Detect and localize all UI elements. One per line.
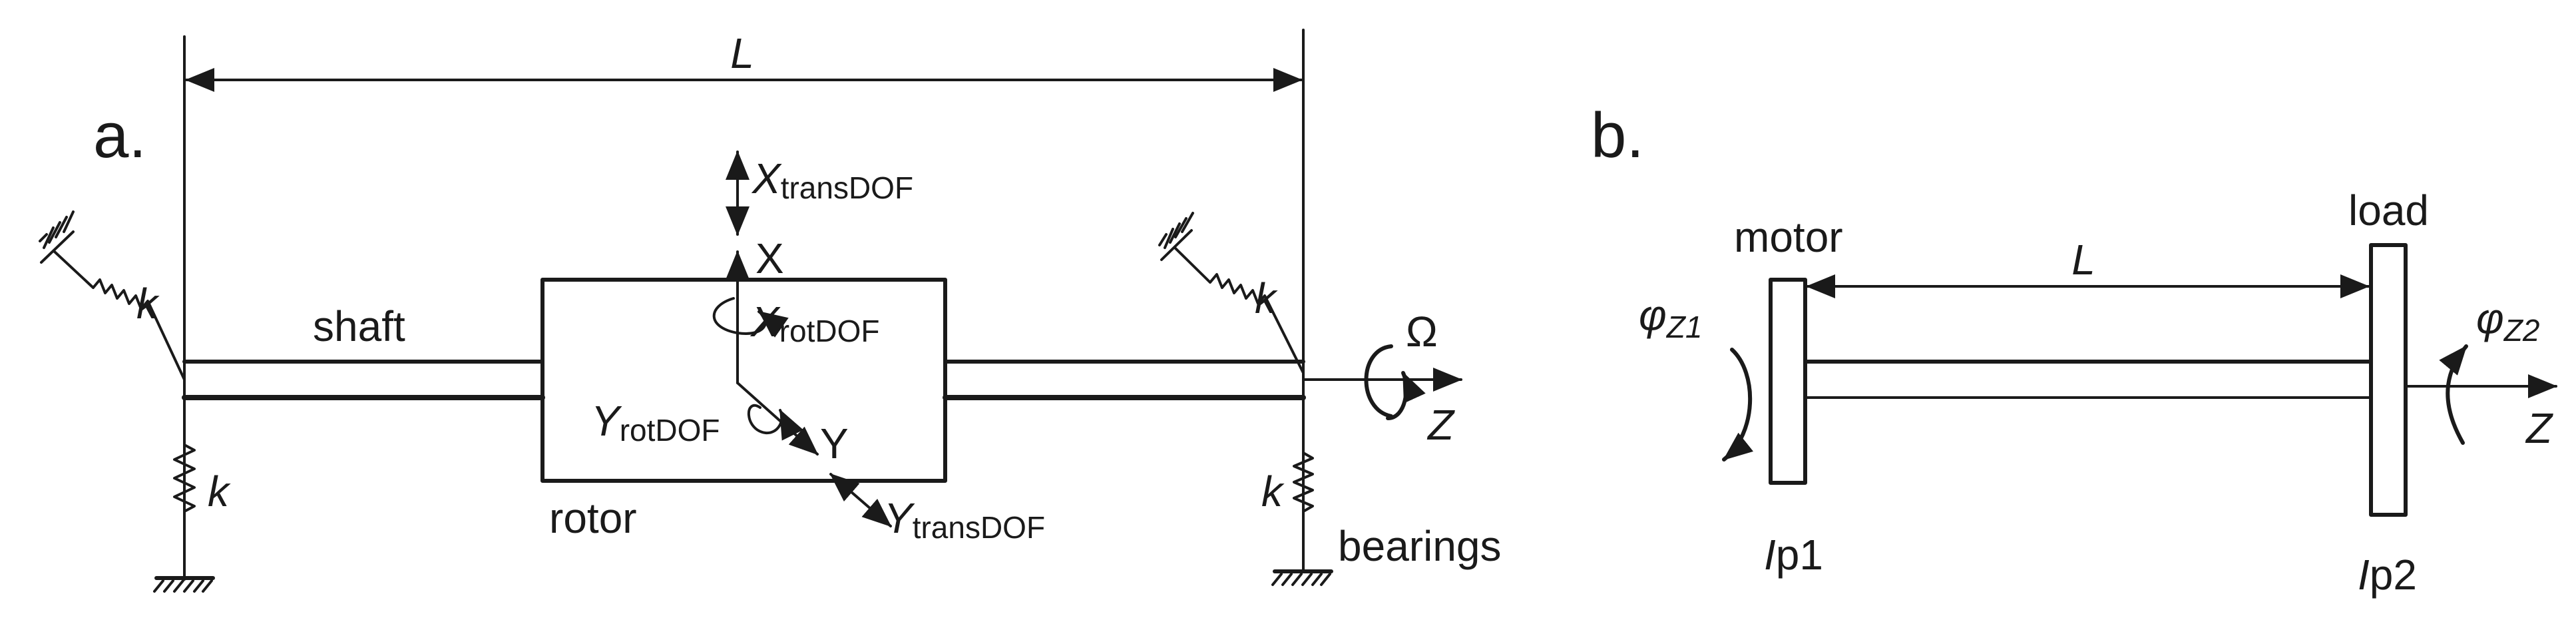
y-rot-dof-label: YrotDOF bbox=[591, 397, 720, 448]
bearings-label: bearings bbox=[1338, 522, 1502, 570]
phi-z2-label: φZ2 bbox=[2476, 294, 2539, 348]
x-axis-label: X bbox=[755, 234, 784, 282]
omega-rotation-arrowhead bbox=[1386, 371, 1426, 420]
left-upper-spring bbox=[39, 210, 186, 381]
right-upper-spring bbox=[1158, 212, 1305, 374]
panel-b-label: b. bbox=[1591, 100, 1644, 171]
phi-z1-label: φZ1 bbox=[1639, 291, 1702, 344]
load-label: load bbox=[2348, 186, 2429, 234]
motor-label: motor bbox=[1734, 213, 1843, 261]
left-lower-spring bbox=[153, 398, 215, 593]
y-rot-dof-arrow bbox=[747, 404, 803, 441]
x-rot-dof-arrow bbox=[712, 297, 789, 338]
ip1-label: Ip1 bbox=[1764, 531, 1823, 579]
panel-b-z-axis-label: Z bbox=[2525, 404, 2553, 452]
y-trans-dof-label: YtransDOF bbox=[884, 494, 1045, 545]
panel-b: b. motor load L Z φZ1 φZ2 Ip1 Ip2 bbox=[1591, 100, 2557, 599]
phi-z1-rotation-arrow bbox=[1722, 348, 1754, 462]
right-upper-stiffness-label: k bbox=[1255, 274, 1278, 322]
omega-rotation-arrow bbox=[1364, 344, 1393, 418]
shaft bbox=[182, 360, 1306, 400]
left-lower-stiffness-label: k bbox=[208, 467, 231, 515]
phi-z2-rotation-arrow bbox=[2439, 344, 2468, 445]
right-lower-spring bbox=[1271, 425, 1333, 586]
load-disk bbox=[2369, 243, 2408, 517]
panel-b-length-label: L bbox=[2071, 236, 2095, 284]
y-trans-dof-arrow bbox=[829, 473, 892, 527]
motor-disk bbox=[1769, 278, 1807, 485]
y-axis-label: Y bbox=[820, 420, 849, 467]
shaft-label: shaft bbox=[313, 302, 405, 350]
y-axis-arrow bbox=[736, 382, 819, 456]
rotor-disk bbox=[540, 278, 947, 483]
panel-a-label: a. bbox=[93, 100, 146, 171]
length-label: L bbox=[730, 29, 754, 77]
right-lower-stiffness-label: k bbox=[1261, 467, 1285, 515]
left-upper-stiffness-label: k bbox=[136, 280, 160, 328]
x-rot-dof-label: XrotDOF bbox=[750, 298, 879, 348]
z-axis-label: Z bbox=[1426, 401, 1455, 449]
x-trans-dof-label: XtransDOF bbox=[751, 155, 913, 205]
omega-label: Ω bbox=[1406, 308, 1438, 356]
rotor-label: rotor bbox=[549, 494, 637, 542]
ip2-label: Ip2 bbox=[2358, 551, 2417, 599]
panel-a: a. L shaft rotor k bbox=[39, 29, 1502, 593]
